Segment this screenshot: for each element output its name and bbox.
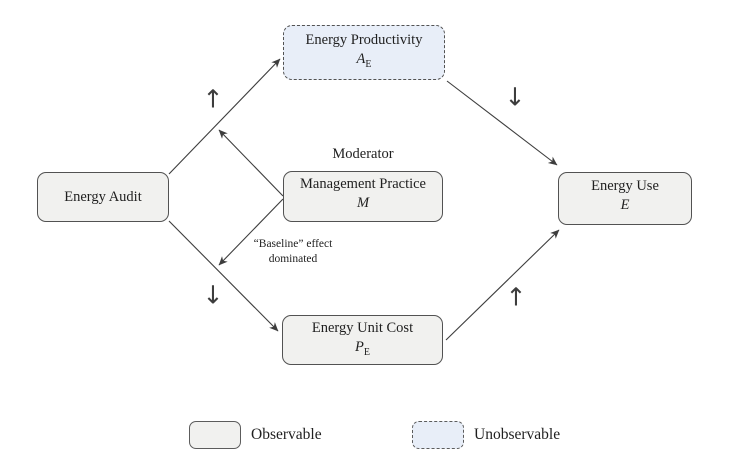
edge-moderation-lower (218, 198, 284, 266)
decrease-arrow-icon: ↓ (504, 82, 526, 112)
edge-unitcost-to-use (445, 229, 560, 341)
node-label: Energy Audit (64, 188, 142, 205)
node-symbol: M (356, 195, 370, 212)
node-management-practice: Management Practice M (283, 171, 443, 222)
edge-audit-to-productivity (168, 58, 281, 175)
node-label: Energy Use (591, 178, 659, 195)
node-symbol: E (620, 197, 630, 214)
node-energy-audit: Energy Audit (37, 172, 169, 222)
moderator-label: Moderator (332, 146, 394, 162)
legend-item-observable: Observable (189, 421, 322, 449)
node-energy-productivity: Energy Productivity AE (283, 25, 445, 80)
node-energy-unit-cost: Energy Unit Cost PE (282, 315, 443, 365)
node-symbol: PE (355, 338, 370, 358)
increase-arrow-icon: ↑ (202, 84, 224, 114)
edge-audit-to-unitcost (168, 220, 279, 332)
edge-moderation-upper (218, 129, 284, 197)
node-energy-use: Energy Use E (558, 172, 692, 225)
node-label: Energy Productivity (305, 32, 423, 49)
baseline-effect-note: “Baseline” effect dominated (253, 238, 333, 265)
decrease-arrow-icon: ↓ (202, 280, 224, 310)
node-label: Energy Unit Cost (311, 319, 414, 336)
unobservable-swatch (412, 421, 464, 449)
node-label: Management Practice (299, 176, 426, 193)
legend-label: Observable (251, 426, 322, 443)
node-symbol: AE (356, 51, 372, 70)
increase-arrow-icon: ↑ (505, 282, 527, 312)
legend-label: Unobservable (474, 426, 561, 443)
observable-swatch (189, 421, 241, 449)
edge-productivity-to-use (446, 80, 558, 166)
legend-item-unobservable: Unobservable (412, 421, 560, 449)
